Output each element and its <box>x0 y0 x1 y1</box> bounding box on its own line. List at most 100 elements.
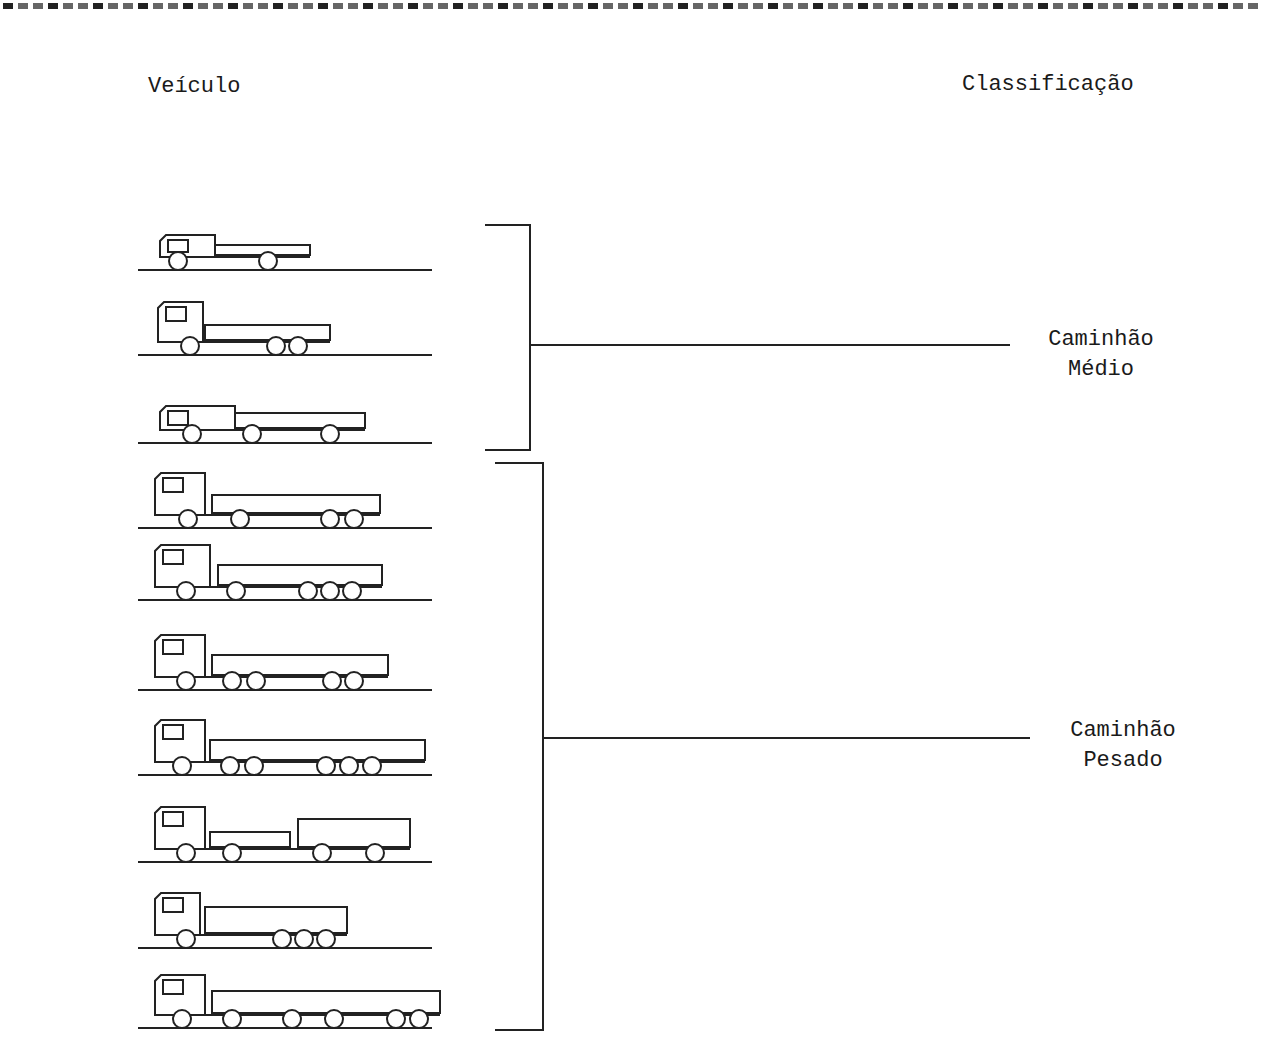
wheel <box>177 930 195 948</box>
border-block <box>378 3 388 9</box>
border-block <box>18 3 28 9</box>
ground-line <box>138 527 432 529</box>
truck-cab <box>155 545 210 587</box>
border-block <box>93 3 103 9</box>
border-block <box>483 3 493 9</box>
border-block <box>498 3 508 9</box>
border-block <box>1143 3 1153 9</box>
border-block <box>648 3 658 9</box>
wheel <box>321 510 339 528</box>
border-block <box>153 3 163 9</box>
border-block <box>423 3 433 9</box>
border-block <box>1128 3 1138 9</box>
border-block <box>693 3 703 9</box>
border-block <box>318 3 328 9</box>
cab-window <box>163 980 183 994</box>
border-block <box>603 3 613 9</box>
border-block <box>1173 3 1183 9</box>
wheel <box>179 510 197 528</box>
wheel <box>183 425 201 443</box>
cab-window <box>163 640 183 654</box>
border-block <box>63 3 73 9</box>
truck-cab <box>155 807 205 849</box>
border-block <box>738 3 748 9</box>
cab-window <box>163 812 183 826</box>
border-block <box>183 3 193 9</box>
border-block <box>1248 3 1258 9</box>
cab-window <box>163 478 183 492</box>
border-block <box>393 3 403 9</box>
wheel <box>243 425 261 443</box>
wheel <box>323 672 341 690</box>
border-block <box>1218 3 1228 9</box>
cargo-body <box>298 819 410 847</box>
classification-label: Caminhão Médio <box>1016 325 1186 385</box>
border-block <box>513 3 523 9</box>
wheel <box>317 930 335 948</box>
border-block <box>543 3 553 9</box>
wheel <box>173 757 191 775</box>
border-block <box>843 3 853 9</box>
wheel <box>181 337 199 355</box>
border-block <box>288 3 298 9</box>
cab-window <box>168 411 188 425</box>
wheel <box>283 1010 301 1028</box>
border-block <box>723 3 733 9</box>
border-block <box>768 3 778 9</box>
wheel <box>321 582 339 600</box>
cargo-body <box>218 565 382 585</box>
wheel <box>267 337 285 355</box>
wheel <box>295 930 313 948</box>
wheel <box>259 252 277 270</box>
border-block <box>258 3 268 9</box>
wheel <box>223 1010 241 1028</box>
border-block <box>138 3 148 9</box>
chassis <box>155 761 425 763</box>
column-header: Veículo <box>148 72 288 102</box>
border-block <box>453 3 463 9</box>
wheel <box>223 672 241 690</box>
border-block <box>1158 3 1168 9</box>
wheel <box>345 510 363 528</box>
border-block <box>993 3 1003 9</box>
wheel <box>169 252 187 270</box>
cargo-body <box>210 740 425 760</box>
truck-cab <box>158 302 203 342</box>
border-block <box>783 3 793 9</box>
truck-cab <box>155 975 205 1015</box>
wheel <box>387 1010 405 1028</box>
border-block <box>78 3 88 9</box>
wheel <box>221 757 239 775</box>
cab-window <box>163 725 183 739</box>
border-block <box>213 3 223 9</box>
border-block <box>3 3 13 9</box>
truck-cab <box>155 473 205 515</box>
border-block <box>918 3 928 9</box>
border-block <box>963 3 973 9</box>
border-block <box>933 3 943 9</box>
border-block <box>948 3 958 9</box>
cargo-body <box>212 655 388 675</box>
wheel <box>247 672 265 690</box>
wheel <box>223 844 241 862</box>
border-block <box>33 3 43 9</box>
border-block <box>798 3 808 9</box>
border-block <box>978 3 988 9</box>
border-block <box>903 3 913 9</box>
border-block <box>1188 3 1198 9</box>
border-block <box>708 3 718 9</box>
border-block <box>618 3 628 9</box>
wheel <box>340 757 358 775</box>
wheel <box>245 757 263 775</box>
wheel <box>325 1010 343 1028</box>
border-block <box>228 3 238 9</box>
ground-line <box>138 354 432 356</box>
truck-cab <box>155 635 205 677</box>
wheel <box>231 510 249 528</box>
wheel <box>177 672 195 690</box>
border-block <box>1068 3 1078 9</box>
wheel <box>343 582 361 600</box>
cargo-body <box>210 832 290 847</box>
wheel <box>173 1010 191 1028</box>
border-block <box>1233 3 1243 9</box>
